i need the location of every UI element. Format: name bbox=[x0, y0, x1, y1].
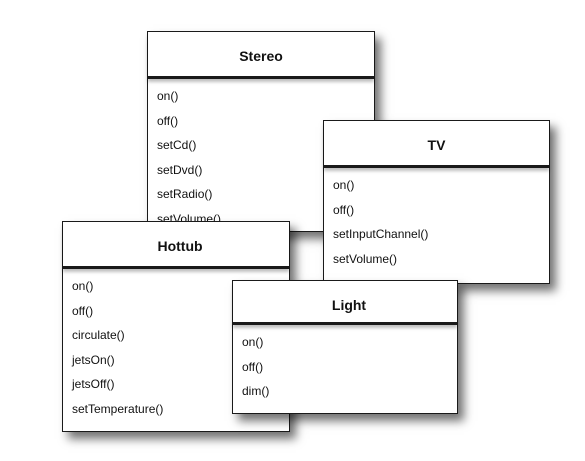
hottub-method-jetsoff: jetsOff() bbox=[72, 377, 115, 391]
tv-method-setinputchannel: setInputChannel() bbox=[333, 227, 429, 241]
tv-method-list: on() off() setInputChannel() setVolume() bbox=[324, 168, 549, 271]
hottub-class-title: Hottub bbox=[63, 222, 289, 269]
tv-class-title: TV bbox=[324, 121, 549, 168]
hottub-method-on: on() bbox=[72, 279, 94, 293]
light-method-on: on() bbox=[242, 335, 264, 349]
tv-method-off: off() bbox=[333, 202, 355, 217]
stereo-method-setradio: setRadio() bbox=[157, 187, 213, 201]
stereo-method-on: on() bbox=[157, 89, 179, 103]
tv-method-setvolume: setVolume() bbox=[333, 251, 398, 266]
stereo-class-title: Stereo bbox=[148, 32, 374, 79]
stereo-method-off: off() bbox=[157, 113, 179, 128]
tv-class-box: TV on() off() setInputChannel() setVolum… bbox=[323, 120, 550, 284]
light-method-off: off() bbox=[242, 359, 264, 374]
hottub-method-off: off() bbox=[72, 303, 94, 318]
tv-method-on: on() bbox=[333, 178, 355, 192]
hottub-method-list: on() off() circulate() jetsOn() jetsOff(… bbox=[63, 269, 289, 421]
light-method-dim: dim() bbox=[242, 384, 270, 398]
stereo-method-setdvd: setDvd() bbox=[157, 162, 203, 177]
light-class-box: Light on() off() dim() bbox=[232, 280, 458, 414]
hottub-method-circulate: circulate() bbox=[72, 328, 125, 342]
light-method-list: on() off() dim() bbox=[233, 325, 457, 404]
stereo-method-list: on() off() setCd() setDvd() setRadio() s… bbox=[148, 79, 374, 231]
light-class-title: Light bbox=[233, 281, 457, 325]
hottub-method-jetson: jetsOn() bbox=[72, 352, 115, 367]
hottub-method-settemperature: setTemperature() bbox=[72, 401, 164, 416]
stereo-method-setcd: setCd() bbox=[157, 138, 197, 152]
